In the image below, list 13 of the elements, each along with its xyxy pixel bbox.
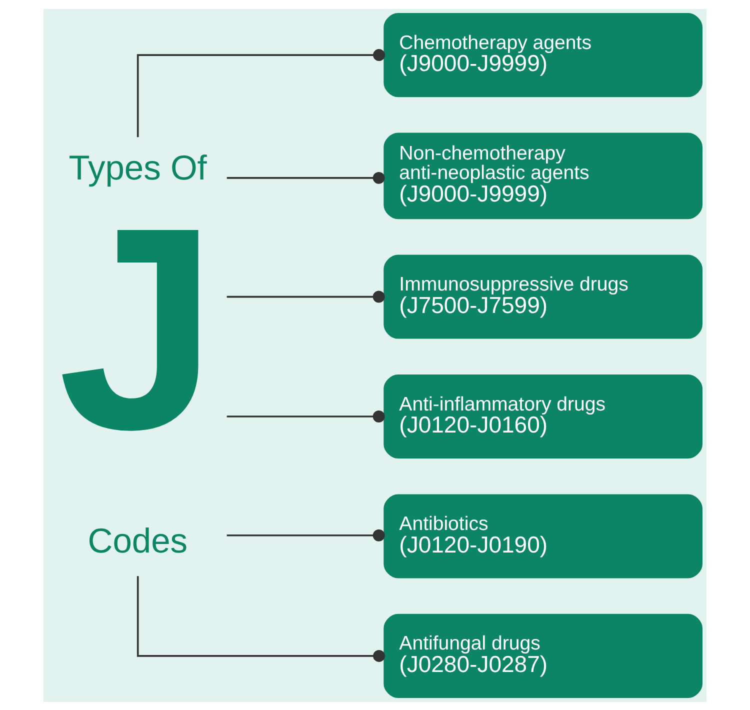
- connector: [136, 48, 385, 137]
- node-box: Anti-inflammatory drugs (J0120-J0160): [384, 374, 702, 458]
- node-box: Chemotherapy agents (J9000-J9999): [384, 12, 702, 97]
- node-box: Immunosuppressive drugs (J7500-J7599): [384, 254, 702, 338]
- connector: [226, 171, 385, 184]
- node-box: Non-chemotherapy anti-neoplastic agents (J9000-J9999): [384, 132, 702, 219]
- connector: [136, 576, 385, 662]
- connector: [226, 528, 385, 541]
- node-box: Antifungal drugs (J0280-J0287): [384, 613, 702, 698]
- node-box: Antibiotics (J0120-J0190): [384, 494, 702, 578]
- connector: [226, 290, 385, 302]
- node-text: Types OfJ Codes: [58, 148, 218, 560]
- connector: [226, 410, 385, 422]
